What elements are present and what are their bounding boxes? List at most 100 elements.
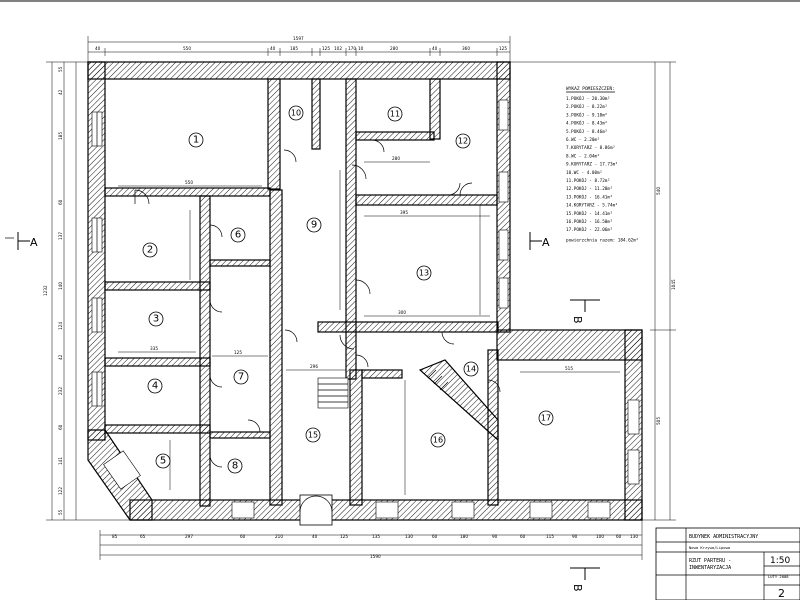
svg-text:130: 130 [630,534,638,539]
room-7-label: 7 [233,369,249,385]
interior-dimensions: 550 335 280 395 300 125 296 515 [118,156,620,495]
section-b-bottom: B [570,567,600,592]
svg-text:185: 185 [290,46,298,51]
legend-item: 16.POKÓJ - 16.50m² [566,218,613,225]
legend-item: 2.POKÓJ - 8.22m² [566,103,607,110]
svg-text:1: 1 [193,135,199,146]
svg-text:A: A [30,236,38,249]
location-text: Nowa Krzywa/Lipowa [689,545,730,550]
svg-text:125: 125 [234,350,242,355]
room-legend: WYKAZ POMIESZCZEŃ: 1.POKÓJ - 20.30m²2.PO… [566,85,638,243]
svg-text:300: 300 [398,310,406,315]
svg-text:2: 2 [147,245,153,256]
svg-text:3: 3 [153,314,159,325]
legend-item: 17.POKÓJ - 22.06m² [566,226,613,233]
room-10-label: 10 [288,105,304,121]
svg-text:14: 14 [466,365,476,374]
svg-text:B: B [571,584,584,592]
svg-text:40: 40 [432,46,438,51]
interior-walls [104,78,499,507]
section-a-left: A [5,232,38,250]
svg-text:335: 335 [150,346,158,351]
left-dimensions: 1232 55 42 185 60 137 140 124 42 232 60 … [43,61,130,521]
svg-text:7: 7 [238,372,244,383]
svg-text:60: 60 [432,534,438,539]
right-overall-dim: 1045 [671,279,676,290]
svg-text:40: 40 [312,534,318,539]
svg-text:125: 125 [322,46,330,51]
sheet-number: 2 [778,587,785,600]
svg-text:140: 140 [58,282,63,290]
legend-item: 10.WC - 4.00m² [566,170,602,176]
svg-text:122: 122 [58,487,63,495]
scale-value: 1:50 [770,556,790,566]
svg-text:60: 60 [520,534,526,539]
svg-text:12: 12 [458,137,468,146]
building-name: BUDYNEK ADMINISTRACYJNY [689,534,758,540]
legend-item: 14.KORYTARZ - 5.74m² [566,203,618,209]
main-entrance [299,494,333,526]
legend-title: WYKAZ POMIESZCZEŃ: [566,85,615,92]
svg-text:15: 15 [308,431,318,440]
svg-text:42: 42 [58,89,63,95]
svg-text:40: 40 [270,46,276,51]
drawing-title-line-2: INWENTARYZACJA [689,565,731,571]
outer-walls [87,61,643,521]
svg-text:180: 180 [460,534,468,539]
legend-item: 9.KORYTARZ - 17.73m² [566,162,618,168]
top-overall-dim: 1597 [293,36,304,41]
right-dimensions: 540 505 1045 [510,61,676,521]
legend-item: 1.POKÓJ - 20.30m² [566,95,610,102]
room-15-label: 15 [305,427,321,443]
svg-text:4: 4 [152,381,158,392]
svg-text:11: 11 [390,110,400,119]
room-8-label: 8 [227,458,243,474]
room-1-label: 1 [188,132,204,148]
svg-text:210: 210 [275,534,283,539]
windows-right [498,99,640,485]
section-a-right: A [529,232,550,250]
svg-text:124: 124 [58,322,63,330]
svg-text:13: 13 [419,269,429,278]
svg-text:90: 90 [492,534,498,539]
bottom-overall-dim: 1590 [370,554,381,559]
svg-text:102: 102 [334,46,342,51]
svg-text:60: 60 [58,199,63,205]
svg-text:540: 540 [656,187,661,195]
svg-text:6: 6 [235,230,241,241]
svg-text:60: 60 [240,534,246,539]
legend-item: 6.WC - 2.20m² [566,137,600,143]
legend-item: 8.WC - 2.04m² [566,153,600,159]
svg-text:550: 550 [183,46,191,51]
svg-text:10: 10 [291,109,301,118]
svg-text:55: 55 [58,509,63,515]
svg-text:5: 5 [160,456,166,467]
room-6-label: 6 [230,227,246,243]
svg-text:100: 100 [596,534,604,539]
svg-text:125: 125 [340,534,348,539]
svg-text:170: 170 [348,46,356,51]
section-b-top: B [570,299,600,324]
svg-text:141: 141 [58,457,63,465]
legend-item: 13.POKÓJ - 16.41m² [566,193,613,200]
room-11-label: 11 [387,106,403,122]
room-16-label: 16 [430,432,446,448]
svg-text:297: 297 [185,534,193,539]
svg-text:16: 16 [433,436,443,445]
bay-window [103,450,141,490]
svg-text:360: 360 [462,46,470,51]
legend-item: 12.POKÓJ - 11.28m² [566,185,613,192]
room-5-label: 5 [155,453,171,469]
svg-text:90: 90 [572,534,578,539]
room-13-label: 13 [416,265,432,281]
svg-text:505: 505 [656,417,661,425]
svg-text:40: 40 [95,46,101,51]
date-value: LUTY 2008 [768,574,789,579]
legend-item: 5.POKÓJ - 8.46m² [566,128,607,135]
legend-item: 4.POKÓJ - 8.43m² [566,120,607,127]
room-labels: 1 2 3 4 5 6 7 8 9 10 11 12 13 14 15 16 1… [142,105,554,474]
bottom-dimensions: 1590 85 65 297 60 210 40 125 135 130 60 … [99,520,643,560]
svg-text:A: A [542,236,550,249]
svg-text:550: 550 [185,180,193,185]
room-2-label: 2 [142,242,158,258]
